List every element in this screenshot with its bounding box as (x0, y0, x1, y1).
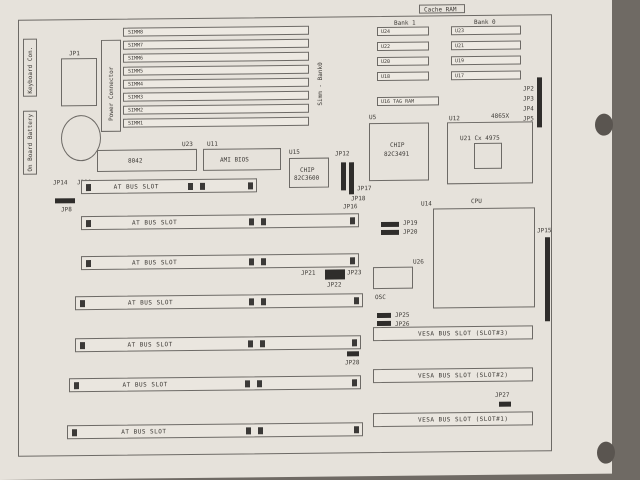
simm-slot: SIMM3 (123, 90, 309, 102)
at-bus-slot-label: AT BUS SLOT (127, 299, 174, 307)
simm-slot: SIMM4 (123, 77, 309, 89)
binder-hole (595, 113, 613, 136)
cache-chip: U21 (451, 40, 521, 51)
simm-label: SIMM4 (128, 81, 144, 88)
cache-chip: U20 (377, 56, 429, 67)
simm-slot: SIMM2 (123, 103, 309, 115)
battery-box: On Board Battery (23, 110, 37, 175)
cache-chip: U23 (451, 25, 521, 36)
at-bus-slot-label: AT BUS SLOT (132, 219, 178, 227)
tag-ram: U16 TAG RAM (377, 96, 439, 107)
chip-u21: U21 Cx 4975 (447, 121, 533, 185)
at-bus-slot: AT BUS SLOT (75, 293, 363, 311)
keyboard-connector: Keyboard Con. (23, 38, 37, 97)
at-bus-slot: AT BUS SLOT (81, 178, 257, 195)
vesa-bus-slot-label: VESA BUS SLOT (SLOT#1) (418, 415, 509, 424)
motherboard-outline: Cache RAM Bank 1 Bank 0 Keyboard Con. On… (18, 4, 552, 457)
cache-chip: U22 (377, 41, 429, 52)
at-bus-slot: AT BUS SLOT (69, 375, 361, 393)
simm-slot: SIMM5 (123, 64, 309, 76)
vesa-bus-slot-label: VESA BUS SLOT (SLOT#3) (418, 329, 509, 338)
cache-ram-label: Cache RAM (424, 6, 457, 14)
at-bus-slot-label: AT BUS SLOT (132, 259, 178, 267)
simm-label: SIMM3 (128, 94, 144, 101)
simm-label: SIMM6 (128, 55, 144, 62)
at-bus-slot: AT BUS SLOT (81, 253, 359, 271)
at-bus-slot: AT BUS SLOT (81, 213, 359, 231)
jumper-stack (537, 77, 542, 128)
simm-label: SIMM1 (128, 120, 144, 127)
at-bus-slot-label: AT BUS SLOT (127, 341, 173, 349)
at-bus-slot-label: AT BUS SLOT (122, 381, 168, 389)
vesa-bus-slot-label: VESA BUS SLOT (SLOT#2) (418, 371, 509, 380)
at-bus-slot: AT BUS SLOT (75, 335, 361, 353)
binder-hole (597, 441, 615, 464)
at-bus-slots: AT BUS SLOT AT BUS SLOT AT BUS SLOT AT BUS … (19, 15, 551, 440)
cache-chip: U18 (377, 71, 429, 82)
keyboard-controller-8042: 8042 (97, 148, 197, 172)
chipset-u5: CHIP 82C3491 (369, 122, 429, 182)
jp1-label: JP1 (69, 50, 80, 58)
power-connector: Power Connector (101, 39, 121, 132)
vesa-bus-slots: VESA BUS SLOT (SLOT#3) VESA BUS SLOT (SLO… (19, 15, 551, 428)
cache-chip: U17 (451, 70, 521, 81)
u26-chip (373, 266, 413, 290)
simm-bank-label: Simm - Bank0 (317, 62, 324, 106)
simm-slot: SIMM8 (123, 25, 309, 37)
simm-slot: SIMM7 (123, 38, 309, 50)
simm-slot: SIMM1 (123, 116, 309, 128)
cache-chip: U24 (377, 26, 429, 37)
manual-page: Cache RAM Bank 1 Bank 0 Keyboard Con. On… (0, 0, 615, 480)
simm-label: SIMM5 (128, 68, 144, 75)
battery-circle (61, 114, 101, 162)
vesa-bus-slot: VESA BUS SLOT (SLOT#2) (373, 367, 533, 384)
simm-label: SIMM7 (128, 42, 144, 49)
simm-slot: SIMM6 (123, 51, 309, 63)
cpu-socket (433, 207, 535, 309)
chip-u15: CHIP 82C3600 (289, 157, 329, 188)
jp1-connector (61, 57, 97, 107)
simm-label: SIMM2 (128, 107, 144, 114)
cache-chip: U19 (451, 55, 521, 66)
at-bus-slot-label: AT BUS SLOT (113, 183, 159, 191)
vesa-bus-slot: VESA BUS SLOT (SLOT#1) (373, 411, 533, 428)
at-bus-slot-label: AT BUS SLOT (121, 428, 167, 436)
cache-ram-box: Cache RAM (419, 4, 465, 14)
simm-label: SIMM8 (128, 29, 144, 36)
ami-bios: AMI BIOS (203, 148, 281, 171)
at-bus-slot: AT BUS SLOT (67, 422, 363, 440)
vesa-bus-slot: VESA BUS SLOT (SLOT#3) (373, 325, 533, 342)
